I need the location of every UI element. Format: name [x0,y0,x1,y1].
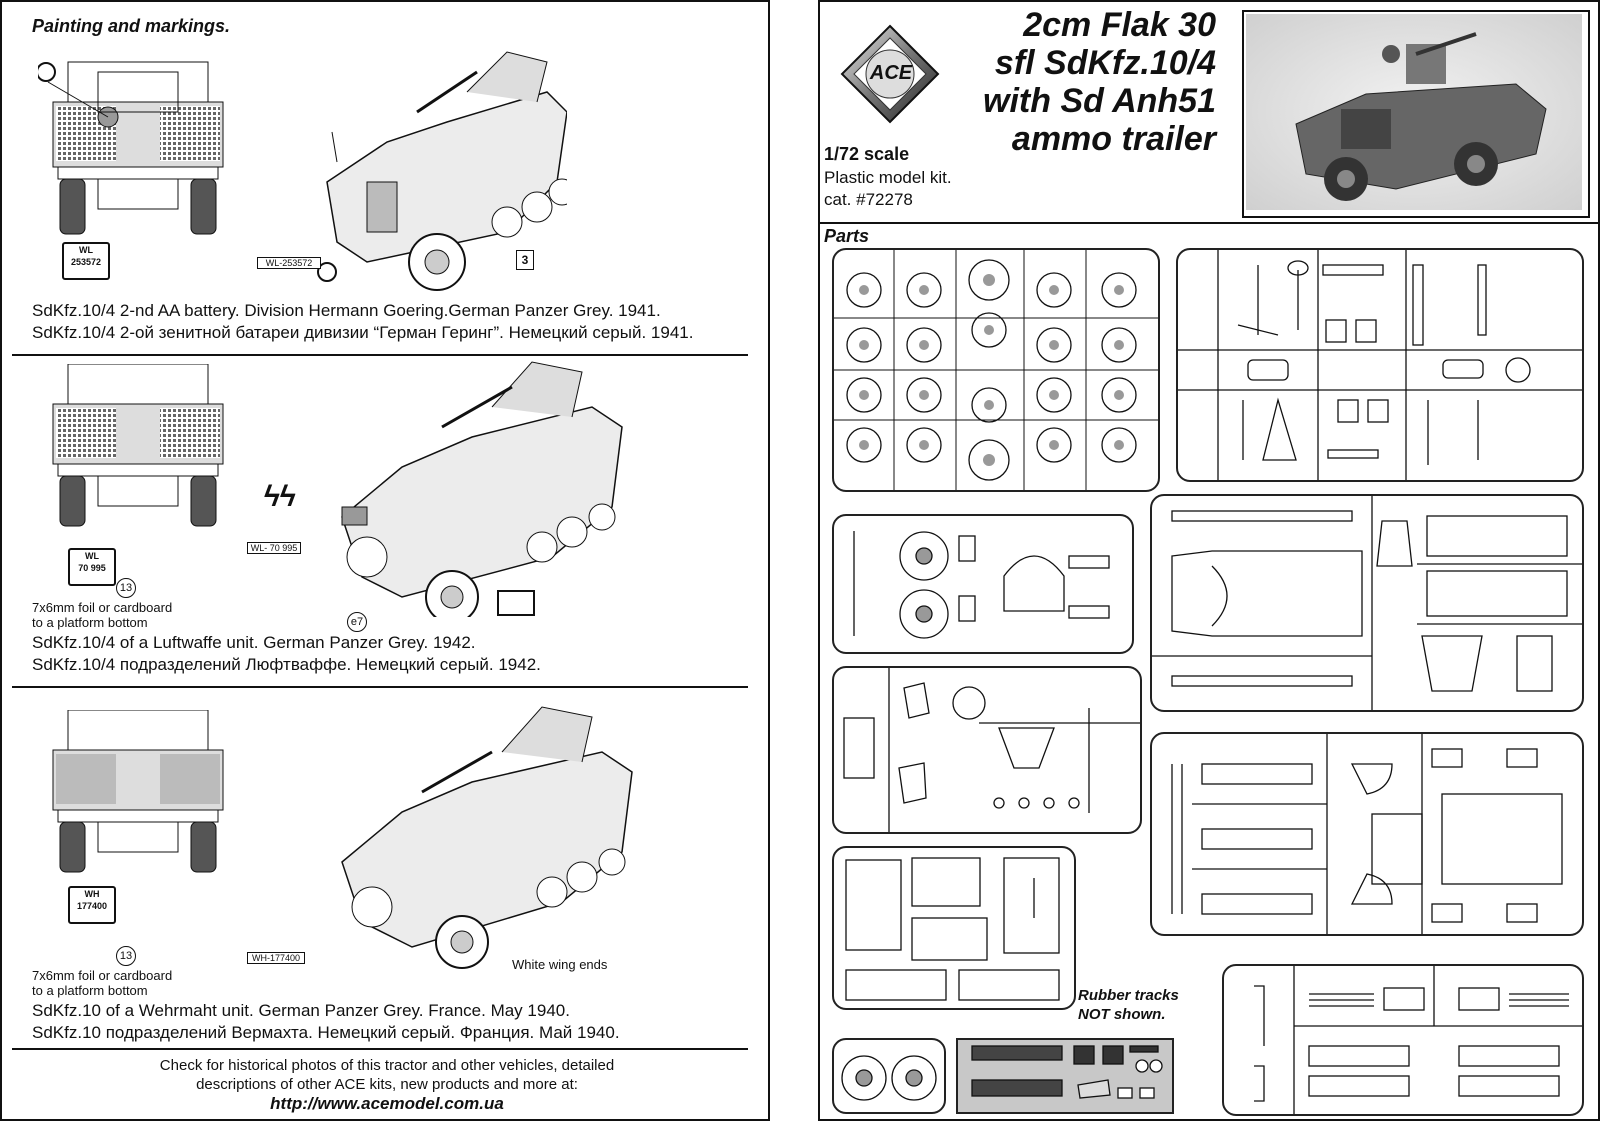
section-divider [12,354,748,356]
callout-number: 13 [116,946,136,966]
website-link[interactable]: http://www.acemodel.com.ua [270,1094,504,1113]
sprue-wheels [832,248,1160,492]
section-divider [12,1048,748,1050]
header-divider [820,222,1600,224]
ace-logo [840,24,940,124]
halftrack-side-drawing [341,361,623,617]
sprue-bars [1222,964,1584,1116]
sprue-tools [1176,248,1584,482]
logo-text: ACE [869,62,913,84]
wing-note: White wing ends [512,957,608,972]
spare-wheels-drawing [841,1055,937,1101]
halftrack-side-drawing [317,51,567,291]
photo-etch-fret [956,1038,1174,1114]
parts-heading: Parts [824,226,870,246]
decal-number: e7 [347,612,367,632]
sprue-trailer-wheels [832,514,1134,654]
photo-etch-drawing [971,1045,1163,1099]
callout-number: 13 [116,578,136,598]
sprue-spare-wheels [832,1038,946,1114]
trailer-wheels-drawing [853,531,1110,639]
footer-text-1: Check for historical photos of this trac… [159,1057,615,1074]
wheels-drawing [834,250,1158,490]
chassis-drawing [1152,496,1582,710]
kit-type-label: Plastic model kit. [824,168,952,187]
front-view-drawing [38,61,224,235]
catalog-number: cat. #72278 [824,190,913,209]
plate-foil-outline [497,590,535,616]
scheme-caption-en: SdKfz.10 of a Wehrmaht unit. German Panz… [32,1001,570,1020]
rubber-tracks-note: Rubber tracks NOT shown. [1078,987,1179,1023]
section-divider [12,686,748,688]
tools-drawing [1178,250,1582,480]
bars-drawing [1254,966,1582,1114]
sprue-panels [832,846,1076,1010]
kit-title: 2cm Flak 30 sfl SdKfz.10/4 with Sd Anh51… [983,6,1216,158]
trailer-body-drawing [1171,734,1563,934]
scheme-caption-ru: SdKfz.10/4 подразделений Люфтваффе. Неме… [32,655,541,674]
scale-label: 1/72 scale [824,144,910,164]
page-heading: Painting and markings. [32,16,231,36]
footer-text-2: descriptions of other ACE kits, new prod… [196,1076,578,1093]
panels-drawing [845,857,1060,1001]
halftrack-side-drawing [341,706,633,969]
side-plate-label: WL- 70 995 [247,542,301,554]
side-plate-label: WL-253572 [257,257,321,269]
sprue-trailer-body [1150,732,1584,936]
parts-page: ACE 2cm Flak 30 sfl SdKfz.10/4 with Sd A… [818,0,1600,1121]
kit-photo [1246,14,1582,210]
sprue-chassis [1150,494,1584,712]
scheme-caption-en: SdKfz.10/4 2-nd AA battery. Division Her… [32,301,661,320]
callout-number: 3 [516,250,534,270]
front-view-drawing [52,710,224,873]
insignia-decal: ϟϟ [264,480,296,513]
side-plate-label: WH-177400 [247,952,305,964]
scheme-caption-en: SdKfz.10/4 of a Luftwaffe unit. German P… [32,633,476,652]
front-view-drawing [52,364,224,527]
scheme-caption-ru: SdKfz.10/4 2-ой зенитной батареи дивизии… [32,323,694,342]
kit-photo-frame [1242,10,1590,218]
sprue-small-parts [832,666,1142,834]
small-parts-drawing [843,668,1140,832]
scheme-caption-ru: SdKfz.10 подразделений Вермахта. Немецки… [32,1023,620,1042]
